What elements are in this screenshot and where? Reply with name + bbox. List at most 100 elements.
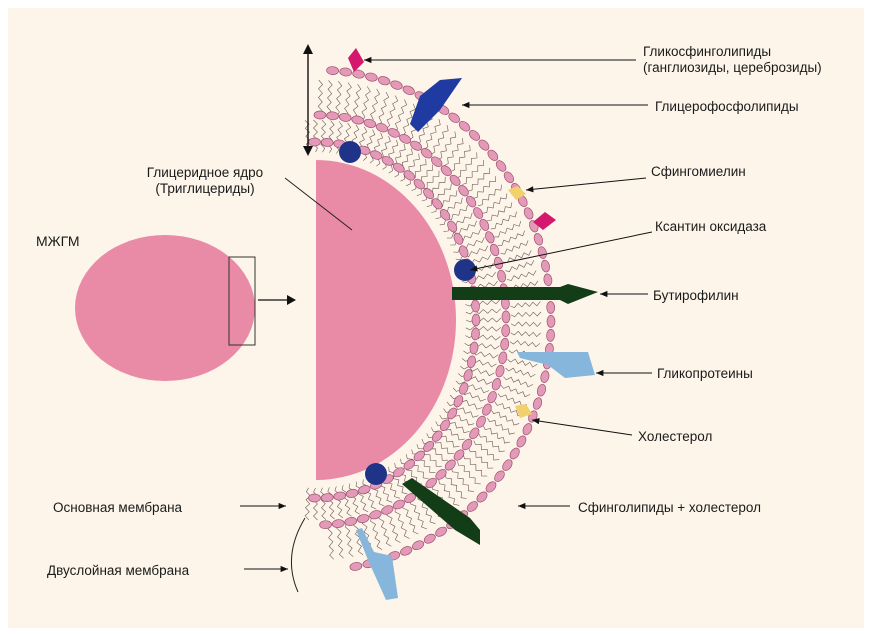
lipid-tail (362, 86, 370, 120)
lipid-tail (394, 100, 406, 133)
lipid-head (537, 246, 548, 260)
lipid-head (543, 273, 553, 286)
lipid-head (540, 259, 550, 272)
lipid-tail (345, 522, 353, 556)
lipid-tail (511, 302, 541, 308)
lipid-head (308, 138, 320, 146)
lipid-tail (510, 341, 540, 347)
lipid-tail (457, 461, 480, 484)
lipid-tail (314, 120, 318, 152)
glycosphingolipid-label-line1: Гликосфинголипиды (643, 44, 822, 60)
lipid-head (478, 218, 491, 232)
lipid-tail (466, 318, 501, 322)
lipid-head (472, 314, 480, 326)
lipid-head (457, 119, 471, 133)
lipid-head (430, 429, 444, 443)
lipid-tail (498, 231, 525, 246)
lipid-head (465, 500, 479, 514)
lipid-tail (463, 455, 487, 477)
lipid-head (333, 491, 346, 501)
lipid-tail (411, 499, 427, 529)
glycerophospholipid-pointer-head (462, 102, 469, 108)
lipid-tail (483, 193, 507, 213)
lipid-tail (328, 525, 334, 560)
core-label: Глицеридное ядро (Триглицериды) (130, 165, 280, 197)
glyceride-core (316, 160, 456, 480)
cholesterol-pointer (532, 420, 632, 435)
lipid-head (467, 128, 481, 142)
lipid-head (475, 415, 488, 429)
lipid-tail (328, 121, 334, 153)
lipid-tail (353, 84, 361, 119)
lipid-head (498, 351, 508, 364)
lipid-head (351, 115, 364, 125)
lipid-head (536, 383, 547, 397)
sphingolipids-cholesterol-pointer-head (518, 503, 525, 509)
lipid-head (472, 206, 485, 220)
lipid-tail (395, 507, 409, 538)
glycosphingolipid-top-icon (348, 48, 364, 72)
lipid-tail (469, 448, 494, 469)
sphingomyelin-pointer (526, 178, 646, 190)
lipid-head (500, 338, 509, 351)
xanthine-oxidase-top-icon (339, 141, 361, 163)
lipid-head (469, 341, 479, 354)
lipid-tail (466, 326, 501, 331)
lipid-tail (328, 487, 335, 519)
lipid-tail (386, 96, 397, 129)
lipid-tail (507, 271, 536, 281)
lipid-tail (506, 368, 536, 377)
lipid-tail (511, 331, 541, 336)
double-arrow-head-top (303, 44, 313, 54)
lipid-head (349, 561, 362, 571)
lipid-head (493, 469, 507, 483)
lipid-head (496, 269, 506, 282)
glycoproteins-pointer-head (596, 370, 603, 376)
double-arrow-head-bottom (303, 146, 313, 156)
lipid-head (438, 418, 452, 432)
lipid-tail (371, 517, 382, 550)
glycerophospholipid-icon (410, 78, 462, 132)
lipid-head (314, 111, 326, 119)
lipid-head (380, 504, 394, 516)
lipid-tail (431, 125, 448, 154)
lipid-head (521, 422, 533, 436)
lipid-tail (403, 503, 418, 534)
lipid-tail (511, 322, 541, 326)
lipid-head (486, 390, 498, 404)
lipid-head (457, 184, 471, 198)
lipid-tail (487, 202, 512, 221)
glycoprotein-bottom-icon (356, 528, 398, 600)
lipid-tail (327, 80, 332, 115)
lipid-head (365, 72, 379, 83)
lipid-head (466, 355, 477, 369)
lipid-tail (462, 160, 483, 185)
lipid-head (533, 232, 544, 246)
lipid-head (368, 509, 382, 520)
lipid-tail (379, 514, 391, 547)
lipid-tail (424, 119, 440, 149)
lipid-tail (479, 433, 505, 452)
lipid-head (491, 377, 502, 391)
basic-membrane-label: Основная мембрана (53, 500, 182, 516)
cholesterol-label: Холестерол (638, 429, 712, 445)
lipid-head (447, 111, 461, 125)
lipid-head (369, 149, 383, 161)
lipid-head (501, 324, 510, 336)
sphingomyelin-pointer-head (526, 186, 534, 192)
lipid-head (502, 311, 510, 323)
lipid-tail (314, 488, 318, 520)
lipid-tail (336, 81, 342, 116)
lipid-head (502, 170, 515, 184)
lipid-head (446, 219, 459, 233)
lipid-head (326, 66, 339, 75)
lipid-tail (463, 350, 498, 358)
lipid-head (446, 406, 459, 420)
lipid-tail (465, 300, 500, 307)
lipid-head (332, 519, 345, 528)
bilayer-membrane-pointer-head (281, 566, 288, 572)
lipid-tail (321, 120, 326, 152)
core-label-line1: Глицеридное ядро (130, 165, 280, 181)
lipid-head (339, 67, 352, 76)
lipid-head (375, 122, 389, 134)
